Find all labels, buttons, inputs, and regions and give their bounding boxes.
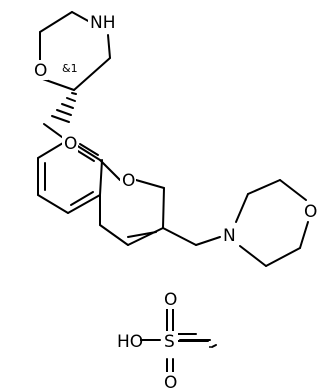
right-morpholine-ring — [235, 179, 309, 267]
atom-label-o-right-ring: O — [304, 202, 317, 222]
chromene-core — [37, 139, 165, 246]
atom-label-ether-o: O — [64, 134, 77, 154]
atom-label-hydroxyl: HO — [117, 332, 143, 352]
atom-label-sulfur: S — [164, 332, 175, 352]
atom-labels: NH O &1 O O O N O S O HO — [32, 12, 318, 389]
atom-label-nh: NH — [90, 13, 116, 33]
atom-label-sulfonyl-o-bottom: O — [164, 373, 177, 389]
atom-label-sulfonyl-o-top: O — [164, 290, 177, 310]
morpholinomethyl-linker — [162, 227, 221, 246]
atom-label-chromene-o: O — [122, 171, 135, 191]
atom-label-n-right-ring: N — [223, 226, 236, 246]
atom-label-o-top-ring: O — [34, 61, 47, 81]
stereo-label: &1 — [62, 62, 78, 75]
hashed-wedge-bond — [51, 92, 77, 123]
